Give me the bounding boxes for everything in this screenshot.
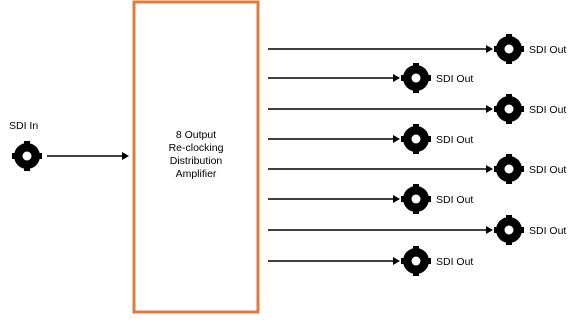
bnc-connector-icon	[401, 184, 431, 214]
output-row: SDI Out	[268, 63, 473, 93]
bnc-connector-icon	[494, 34, 524, 64]
arrowhead-icon	[486, 105, 493, 113]
distribution-amplifier-box	[132, 0, 260, 314]
output-row: SDI Out	[268, 124, 473, 154]
bnc-connector-icon	[494, 154, 524, 184]
output-row: SDI Out	[268, 184, 473, 214]
output-label: SDI Out	[529, 164, 566, 176]
output-row: SDI Out	[268, 215, 566, 245]
device-label-line-1: 8 Output	[176, 129, 216, 141]
bnc-connector-icon	[401, 124, 431, 154]
output-row: SDI Out	[268, 94, 566, 124]
output-label: SDI Out	[529, 225, 566, 237]
arrowhead-icon	[393, 135, 400, 143]
arrowhead-icon	[486, 165, 493, 173]
input-label: SDI In	[9, 120, 38, 132]
bnc-connector-icon	[494, 215, 524, 245]
bnc-connector-icon	[401, 63, 431, 93]
output-label: SDI Out	[436, 194, 473, 206]
output-row: SDI Out	[268, 246, 473, 276]
output-label: SDI Out	[436, 256, 473, 268]
arrowhead-icon	[486, 226, 493, 234]
output-row: SDI Out	[268, 34, 566, 64]
output-row: SDI Out	[268, 154, 566, 184]
bnc-connector-icon	[401, 246, 431, 276]
bnc-connector-icon	[494, 94, 524, 124]
arrowhead-icon	[122, 152, 129, 160]
output-label: SDI Out	[529, 44, 566, 56]
output-label: SDI Out	[529, 104, 566, 116]
device-label-line-3: Distribution	[170, 155, 223, 167]
device-label-line-2: Re-clocking	[169, 142, 224, 154]
arrowhead-icon	[393, 195, 400, 203]
device-label-line-4: Amplifier	[176, 168, 217, 180]
output-label: SDI Out	[436, 134, 473, 146]
bnc-connector-icon	[12, 141, 42, 171]
arrowhead-icon	[486, 45, 493, 53]
output-label: SDI Out	[436, 73, 473, 85]
arrowhead-icon	[393, 74, 400, 82]
arrowhead-icon	[393, 257, 400, 265]
